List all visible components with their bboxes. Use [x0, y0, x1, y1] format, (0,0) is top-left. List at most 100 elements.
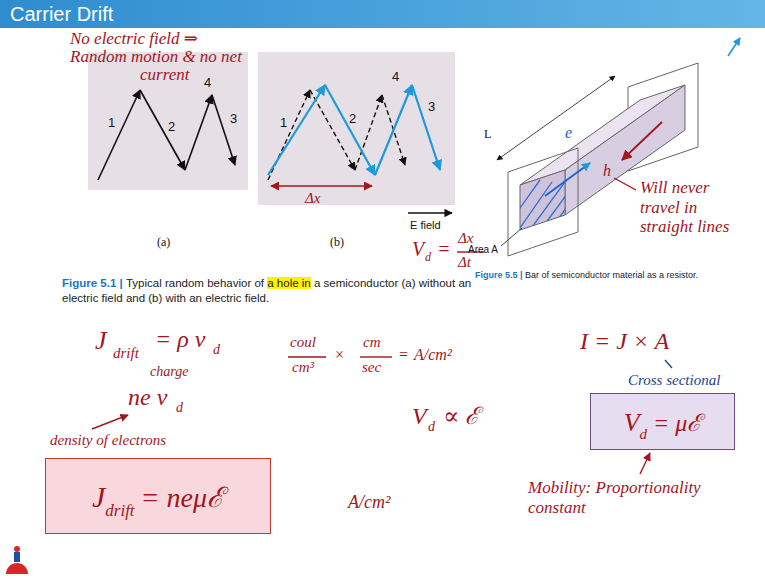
logo-shape	[6, 563, 28, 574]
handwritten-note: charge	[150, 364, 188, 380]
dimension-label: L	[484, 128, 491, 142]
equation-part: J	[95, 326, 107, 356]
equation-part: Δt	[458, 254, 471, 271]
figure-number: Figure 5.1 |	[62, 277, 123, 289]
path-step	[355, 95, 382, 170]
equation-subscript: d	[213, 342, 220, 358]
logo	[6, 546, 28, 574]
path-step	[98, 90, 140, 180]
handwritten-note: Mobility: Proportionality constant	[528, 478, 743, 517]
figure-panel	[258, 52, 455, 205]
unit-part: cm	[363, 334, 381, 351]
equation-part: =	[437, 238, 451, 261]
leader-arrow	[640, 453, 650, 474]
equation-part: = neμℰ	[141, 477, 224, 515]
bar-end	[520, 170, 565, 230]
contact-plane	[508, 148, 578, 256]
path-step	[268, 85, 325, 175]
field-arrow	[408, 212, 452, 213]
unit-part: sec	[362, 359, 381, 376]
step-number: 3	[230, 112, 237, 127]
equation-part: I = J × A	[580, 328, 669, 356]
leader-arrow	[92, 415, 128, 429]
equation-part: drift	[105, 501, 134, 521]
fraction-bar	[288, 356, 326, 357]
equation-subscript: d	[176, 400, 183, 416]
path-step	[375, 85, 412, 175]
hole-arrow	[622, 122, 662, 160]
equation-part: J	[92, 480, 105, 514]
title-band	[0, 0, 765, 28]
electron-arrow	[545, 163, 590, 196]
random-path	[98, 90, 235, 180]
pen-mark	[728, 38, 740, 56]
panel-label: (a)	[157, 236, 170, 250]
figure-number: Figure 5.5 |	[475, 270, 523, 280]
figure-b	[258, 52, 484, 252]
path-step	[212, 95, 235, 165]
equation: Vd= μℰ	[624, 405, 702, 438]
path-step	[140, 90, 185, 170]
area-hatch	[515, 180, 572, 230]
step-number: 2	[168, 120, 175, 135]
hatch-line	[553, 200, 572, 226]
panel-label: (b)	[330, 236, 344, 250]
equation-subscript: drift	[113, 345, 139, 362]
area-label: Area A	[468, 244, 498, 256]
displacement-label: Δx	[305, 190, 320, 207]
semiconductor-bar	[497, 38, 740, 256]
unit-part: coul	[290, 334, 316, 351]
carrier-label: e	[565, 124, 572, 142]
path-step	[412, 85, 440, 170]
unit-label: A/cm²	[348, 492, 390, 513]
hatch-line	[515, 180, 540, 215]
logo-shape	[14, 552, 20, 562]
unit-part: ×	[334, 346, 345, 364]
displacement-arrow	[271, 185, 372, 187]
handwritten-note: Will never travel in straight lines	[640, 178, 740, 237]
logo-shape	[14, 546, 20, 552]
step-number: 2	[349, 112, 356, 127]
length-dimension	[497, 76, 615, 160]
equation-box: Vd= μℰ	[590, 393, 735, 450]
step-number: 3	[428, 100, 435, 115]
equation-box: Jdrift = neμℰ	[45, 458, 271, 534]
path-step	[310, 90, 355, 170]
equation-subscript: d	[425, 251, 431, 265]
equation-part: V	[624, 408, 640, 438]
path-step	[325, 85, 375, 175]
equation-part: V	[412, 238, 424, 261]
carrier-label: h	[603, 162, 611, 180]
figure-caption: Figure 5.5 |Bar of semiconductor materia…	[475, 270, 760, 282]
leader-line	[614, 178, 636, 190]
caption-text: Bar of semiconductor material as a resis…	[525, 270, 698, 280]
handwritten-note: No electric field ⇒	[70, 29, 198, 49]
slide-title: Carrier Drift	[10, 2, 113, 26]
hatch-line	[530, 182, 565, 230]
equation: Jdrift= neμℰ	[92, 477, 224, 515]
step-number: 1	[108, 116, 115, 131]
handwritten-note: Cross sectional	[628, 372, 720, 389]
figure-a	[88, 52, 248, 190]
equation-part: = ρ v	[155, 326, 205, 354]
caption-text: Typical random behavior of	[126, 277, 264, 289]
figure-caption: Figure 5.1 |Typical random behavior ofa …	[62, 276, 477, 306]
handwritten-note: Random motion & no net	[70, 47, 242, 67]
unit-part: cm³	[292, 359, 314, 376]
unit-part: =	[398, 346, 409, 364]
handwritten-note: density of electrons	[50, 432, 166, 449]
step-number: 4	[392, 70, 399, 85]
path-step	[185, 95, 212, 170]
drift-path	[268, 85, 440, 175]
unit-part: A/cm²	[414, 346, 452, 364]
field-label: E field	[410, 219, 441, 232]
equation-part: ne v	[128, 384, 167, 412]
equation-part: ∝ ℰ	[443, 403, 479, 431]
step-number: 1	[280, 116, 287, 131]
step-number: 4	[204, 76, 211, 91]
highlighted-text: a hole in	[267, 277, 310, 289]
handwritten-note: current	[140, 65, 189, 85]
equation-subscript: d	[428, 419, 435, 435]
figure-panel	[88, 52, 248, 190]
